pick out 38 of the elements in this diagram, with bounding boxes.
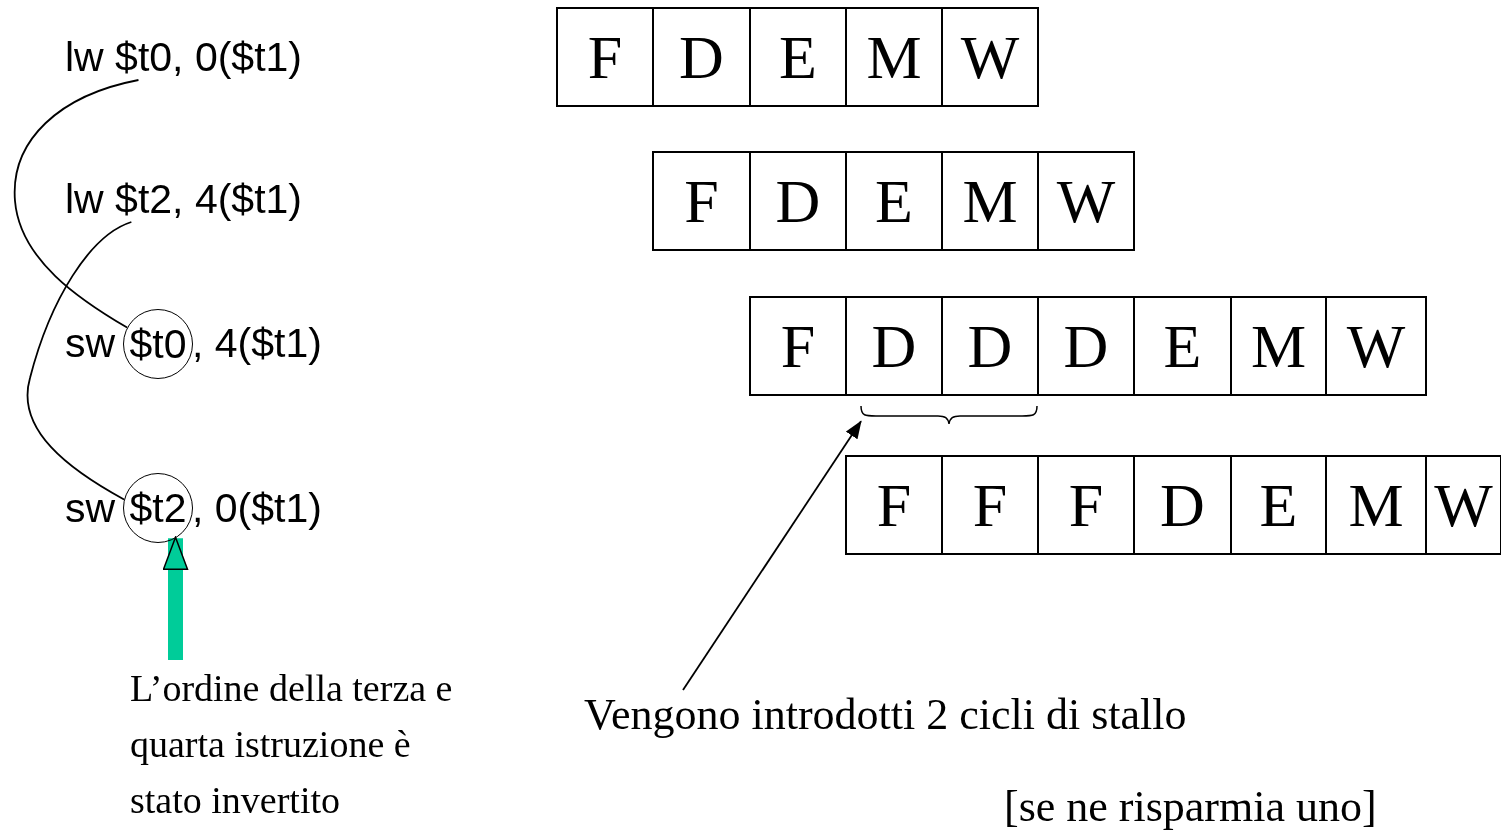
pipeline-stage-cell: E (845, 151, 943, 251)
pipeline-stage-cell: W (1325, 296, 1427, 396)
pipeline-stage-cell: D (941, 296, 1039, 396)
pipeline-stage-cell: D (1133, 455, 1232, 555)
pipeline-stage-cell: W (1425, 455, 1501, 555)
block-arrow (162, 536, 189, 660)
pipeline-stage-cell: D (1037, 296, 1135, 396)
pipeline-stage-cell: E (1230, 455, 1327, 555)
curly-brace (860, 405, 1038, 425)
instruction-text: lw $t2, 4($t1) (65, 176, 302, 222)
pipeline-stage-cell: F (1037, 455, 1135, 555)
instruction-text: , 4($t1) (192, 320, 322, 366)
pipeline-stage-cell: E (1133, 296, 1232, 396)
instruction-text: sw (65, 485, 116, 531)
pipeline-stage-cell: F (749, 296, 847, 396)
arrow (682, 420, 862, 691)
instruction-text: lw $t0, 0($t1) (65, 34, 302, 80)
pipeline-stage-cell: D (845, 296, 943, 396)
pipeline-stage-cell: M (941, 151, 1039, 251)
pipeline-stage-cell: M (845, 7, 943, 107)
connector-curve (26, 221, 133, 501)
pipeline-stage-cell: W (941, 7, 1039, 107)
pipeline-stage-cell: M (1230, 296, 1327, 396)
pipeline-stage-cell: D (652, 7, 751, 107)
pipeline-stage-cell: F (941, 455, 1039, 555)
pipeline-stage-cell: M (1325, 455, 1427, 555)
connector-curve (14, 79, 140, 329)
pipeline-stage-cell: F (652, 151, 751, 251)
note-text: [se ne risparmia uno] (1004, 782, 1377, 832)
pipeline-stage-cell: D (749, 151, 847, 251)
pipeline-stage-cell: W (1037, 151, 1135, 251)
instruction-text: , 0($t1) (192, 485, 322, 531)
pipeline-stage-cell: F (845, 455, 943, 555)
annotation-text: Vengono introdotti 2 cicli di stallo (584, 690, 1187, 740)
note-text: L’ordine della terza e quarta istruzione è stato invertito (130, 660, 460, 828)
pipeline-stage-cell: F (556, 7, 654, 107)
pipeline-stage-cell: E (749, 7, 847, 107)
instruction-text: sw (65, 320, 116, 366)
